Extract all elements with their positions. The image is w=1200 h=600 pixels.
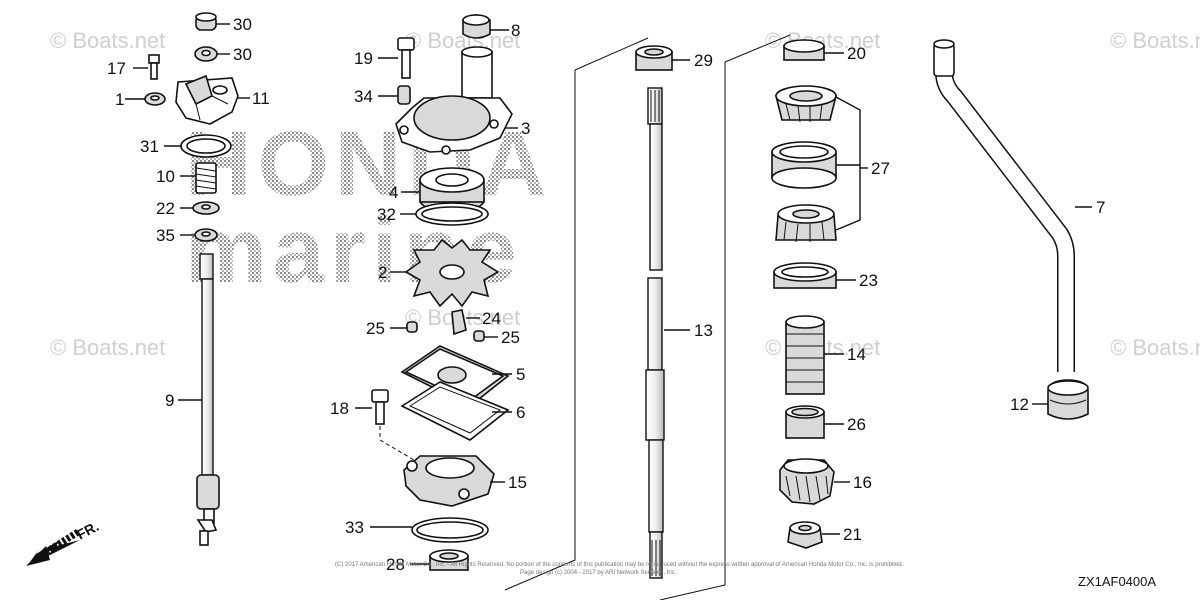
front-label: FR. (74, 518, 101, 543)
callout-31[interactable]: 31 (140, 137, 159, 156)
part-15-lower-housing[interactable] (403, 455, 495, 507)
callout-2[interactable]: 2 (378, 263, 387, 282)
watermark: © Boats.net (1110, 335, 1200, 360)
part-14-sleeve[interactable] (785, 315, 825, 395)
part-10-spring[interactable] (195, 162, 217, 194)
callout-8[interactable]: 8 (511, 21, 520, 40)
callout-9[interactable]: 9 (165, 391, 174, 410)
part-27-bearing-lower[interactable] (775, 204, 837, 243)
part-5-plate[interactable] (400, 345, 510, 407)
callout-12[interactable]: 12 (1010, 395, 1029, 414)
part-1-nut[interactable] (144, 92, 166, 106)
callout-30-lower[interactable]: 30 (233, 45, 252, 64)
far-right-column (933, 39, 1089, 420)
part-18-bolt[interactable] (371, 389, 415, 461)
part-21-nut[interactable] (787, 521, 823, 549)
part-32-gasket[interactable] (415, 202, 489, 226)
watermark: © Boats.net (50, 335, 165, 360)
callout-17[interactable]: 17 (107, 59, 126, 78)
part-29-seal[interactable] (635, 45, 673, 71)
part-28-seal[interactable] (429, 549, 469, 571)
callout-26[interactable]: 26 (847, 415, 866, 434)
callout-24[interactable]: 24 (482, 309, 501, 328)
part-22-washer[interactable] (192, 201, 220, 215)
part-2-impeller[interactable] (404, 238, 500, 308)
callout-25-left[interactable]: 25 (366, 319, 385, 338)
callout-10[interactable]: 10 (156, 167, 175, 186)
callout-20[interactable]: 20 (847, 44, 866, 63)
callout-34[interactable]: 34 (354, 87, 373, 106)
middle-column (371, 14, 513, 571)
watermark-layer: © Boats.net © Boats.net © Boats.net © Bo… (50, 28, 1200, 360)
callout-6[interactable]: 6 (516, 403, 525, 422)
callout-15[interactable]: 15 (508, 473, 527, 492)
page-design-line: Page design (c) 2004 - 2017 by ARI Netwo… (520, 570, 677, 576)
bracket-27 (835, 96, 861, 231)
arrow-down-left-icon (26, 529, 80, 566)
callout-29[interactable]: 29 (694, 51, 713, 70)
part-8-grommet[interactable] (462, 14, 491, 39)
part-25-pin-right[interactable] (473, 330, 485, 342)
part-30-upper[interactable] (195, 12, 217, 31)
callout-16[interactable]: 16 (853, 473, 872, 492)
watermark: © Boats.net (1110, 28, 1200, 53)
center-column (504, 34, 791, 600)
part-19-bolt[interactable] (397, 37, 415, 79)
part-16-pinion-gear[interactable] (779, 458, 835, 505)
right-column (771, 39, 861, 549)
part-20-ring[interactable] (783, 39, 825, 61)
part-7-water-tube[interactable] (933, 39, 1075, 372)
diagram-code: ZX1AF0400A (1078, 574, 1156, 589)
leader-lines (125, 23, 1092, 565)
front-direction-indicator: FR. (26, 518, 101, 566)
left-column (144, 12, 239, 546)
part-31-oring[interactable] (180, 134, 232, 158)
callout-labels: 30 30 17 1 11 31 10 22 35 9 8 19 34 3 4 … (107, 15, 1105, 574)
callout-35[interactable]: 35 (156, 226, 175, 245)
callout-28[interactable]: 28 (386, 555, 405, 574)
callout-21[interactable]: 21 (843, 525, 862, 544)
watermark: © Boats.net (50, 28, 165, 53)
part-27-race[interactable] (771, 141, 837, 189)
callout-14[interactable]: 14 (847, 345, 866, 364)
part-12-grommet[interactable] (1047, 379, 1089, 420)
part-27-bearing-upper[interactable] (774, 85, 838, 123)
part-33-oring[interactable] (411, 517, 489, 543)
callout-3[interactable]: 3 (521, 119, 530, 138)
part-23-ring[interactable] (773, 262, 837, 289)
part-35-nut[interactable] (194, 228, 218, 242)
callout-22[interactable]: 22 (156, 199, 175, 218)
callout-25-right[interactable]: 25 (501, 328, 520, 347)
part-34-pin[interactable] (397, 85, 411, 105)
callout-7[interactable]: 7 (1096, 198, 1105, 217)
callout-32[interactable]: 32 (377, 205, 396, 224)
callout-23[interactable]: 23 (859, 271, 878, 290)
part-30-lower[interactable] (194, 46, 218, 62)
callout-33[interactable]: 33 (345, 518, 364, 537)
callout-19[interactable]: 19 (354, 49, 373, 68)
footer: (C) 2017 American Honda Motor Co., Inc. … (335, 562, 1156, 589)
callout-27[interactable]: 27 (871, 159, 890, 178)
part-11-housing[interactable] (175, 74, 239, 125)
part-26-bushing[interactable] (785, 405, 825, 439)
callout-11[interactable]: 11 (252, 89, 270, 108)
copyright-line: (C) 2017 American Honda Motor Co., Inc. … (335, 562, 904, 568)
callout-1[interactable]: 1 (115, 90, 124, 109)
callout-5[interactable]: 5 (516, 365, 525, 384)
callout-4[interactable]: 4 (389, 183, 398, 202)
brand-watermark: HONDA marine (185, 113, 546, 302)
callout-13[interactable]: 13 (694, 321, 713, 340)
part-24-key[interactable] (451, 309, 467, 336)
part-25-pin-left[interactable] (406, 321, 418, 333)
part-3-pump-housing[interactable] (395, 46, 513, 155)
callout-30-upper[interactable]: 30 (233, 15, 252, 34)
callout-18[interactable]: 18 (330, 399, 349, 418)
part-6-gasket[interactable] (400, 381, 510, 441)
part-13-drive-shaft[interactable] (645, 87, 665, 579)
part-9-shift-rod[interactable] (196, 253, 220, 546)
part-17-bolt[interactable] (148, 54, 160, 80)
